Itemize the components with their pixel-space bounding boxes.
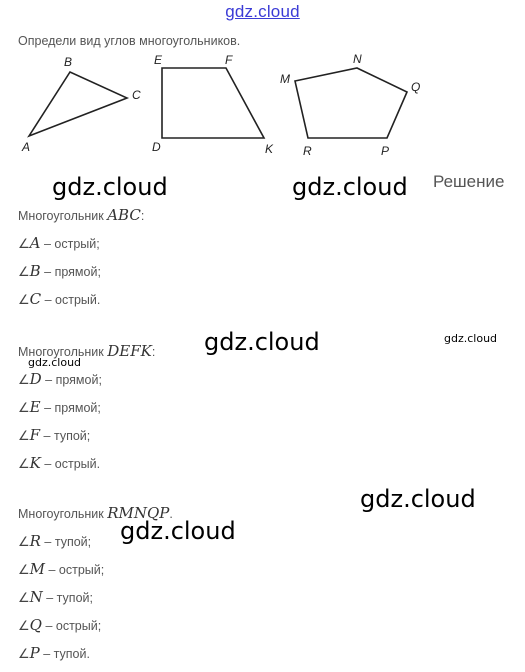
watermark: gdz.cloud <box>204 328 320 356</box>
watermark: gdz.cloud <box>28 356 82 369</box>
vertex-label-e: E <box>154 53 163 67</box>
angle-symbol: ∠ <box>18 591 30 606</box>
angle-vertex: R <box>29 532 41 550</box>
vertex-label-n: N <box>353 52 362 66</box>
angle-symbol: ∠ <box>18 401 30 416</box>
angle-type: – острый. <box>41 293 101 307</box>
vertex-label-p: P <box>381 144 389 158</box>
angle-symbol: ∠ <box>18 293 30 308</box>
angle-vertex: A <box>29 234 41 252</box>
angle-type: – тупой; <box>40 535 92 549</box>
vertex-label-b: B <box>64 55 72 69</box>
angle-row-m: ∠M – острый; <box>18 560 104 578</box>
angle-symbol: ∠ <box>18 237 30 252</box>
angle-type: – острый; <box>45 563 105 577</box>
angle-vertex: C <box>29 290 42 308</box>
angle-symbol: ∠ <box>18 373 30 388</box>
polygon-title-prefix: Многоугольник <box>18 345 108 359</box>
angle-type: – прямой; <box>40 265 101 279</box>
angle-type: – острый. <box>40 457 101 471</box>
angle-vertex: P <box>29 644 40 662</box>
vertex-label-a: A <box>21 140 30 154</box>
angle-row-b: ∠B – прямой; <box>18 262 101 280</box>
polygon-title-abc: Многоугольник ABC: <box>18 206 144 224</box>
vertex-label-f: F <box>225 53 233 67</box>
polygon-title-prefix: Многоугольник <box>18 507 108 521</box>
angle-type: – тупой; <box>42 591 93 605</box>
angle-symbol: ∠ <box>18 647 30 662</box>
pentagon-rmnqp <box>294 67 409 139</box>
watermark: gdz.cloud <box>444 332 498 345</box>
angle-symbol: ∠ <box>18 619 30 634</box>
polygon-name: DEFK <box>107 342 152 360</box>
angle-vertex: E <box>29 398 41 416</box>
vertex-label-c: C <box>132 88 141 102</box>
vertex-label-m: M <box>280 72 290 86</box>
angle-symbol: ∠ <box>18 457 30 472</box>
vertex-label-d: D <box>152 140 161 154</box>
angle-vertex: K <box>29 454 41 472</box>
angle-symbol: ∠ <box>18 429 30 444</box>
triangle-abc <box>27 70 130 138</box>
angle-row-k: ∠K – острый. <box>18 454 100 472</box>
angle-symbol: ∠ <box>18 535 30 550</box>
vertex-label-r: R <box>303 144 312 158</box>
angle-type: – острый; <box>40 237 100 251</box>
angle-symbol: ∠ <box>18 265 30 280</box>
angle-vertex: M <box>29 560 46 578</box>
angle-vertex: B <box>29 262 41 280</box>
angle-row-c: ∠C – острый. <box>18 290 100 308</box>
task-text: Определи вид углов многоугольников. <box>18 34 241 48</box>
angle-type: – острый; <box>41 619 102 633</box>
polygon-title-suffix: : <box>151 345 156 359</box>
angle-vertex: Q <box>29 616 42 634</box>
angle-row-r: ∠R – тупой; <box>18 532 91 550</box>
angle-vertex: N <box>29 588 43 606</box>
watermark: gdz.cloud <box>52 173 168 201</box>
polygon-name: ABC <box>107 206 141 224</box>
angle-vertex: D <box>29 370 42 388</box>
angle-row-e: ∠E – прямой; <box>18 398 101 416</box>
watermark: gdz.cloud <box>292 173 408 201</box>
angle-row-n: ∠N – тупой; <box>18 588 93 606</box>
vertex-label-q: Q <box>411 80 420 94</box>
polygons-figure: A B C E F D K M N Q R P <box>21 52 420 158</box>
angle-row-p: ∠P – тупой. <box>18 644 90 662</box>
quadrilateral-defk <box>161 67 266 139</box>
polygon-title-prefix: Многоугольник <box>18 209 108 223</box>
angle-row-d: ∠D – прямой; <box>18 370 102 388</box>
angle-vertex: F <box>29 426 41 444</box>
angle-row-q: ∠Q – острый; <box>18 616 101 634</box>
watermark: gdz.cloud <box>360 485 476 513</box>
polygon-title-rmnqp: Многоугольник RMNQP. <box>18 504 173 522</box>
vertex-label-k: K <box>265 142 274 156</box>
polygon-title-defk: Многоугольник DEFK: <box>18 342 155 360</box>
angle-type: – прямой; <box>41 373 102 387</box>
angle-type: – тупой; <box>40 429 91 443</box>
polygon-name: RMNQP <box>107 504 170 522</box>
solution-heading: Решение <box>433 172 505 191</box>
site-logo-link[interactable]: gdz.cloud <box>225 2 300 21</box>
angle-type: – тупой. <box>39 647 90 661</box>
angle-type: – прямой; <box>40 401 101 415</box>
angle-row-a: ∠A – острый; <box>18 234 100 252</box>
watermark: gdz.cloud <box>120 517 236 545</box>
angle-symbol: ∠ <box>18 563 30 578</box>
polygon-title-suffix: : <box>140 209 145 223</box>
polygon-title-suffix: . <box>169 507 173 521</box>
angle-row-f: ∠F – тупой; <box>18 426 90 444</box>
